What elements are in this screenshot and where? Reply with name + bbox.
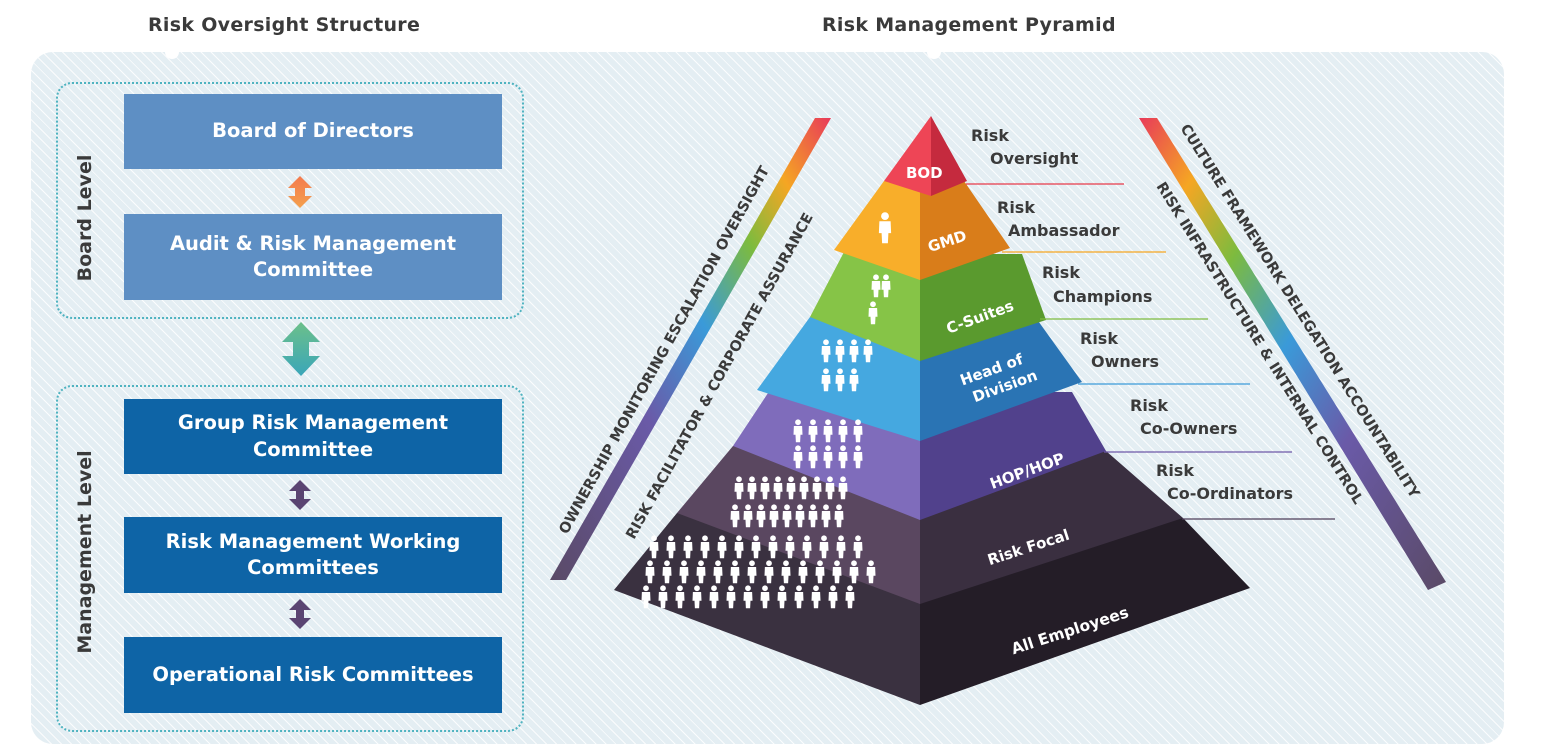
svg-text:Oversight: Oversight [990, 149, 1079, 168]
board-level-group [56, 82, 524, 319]
tier-bod-left-face [884, 116, 931, 196]
tier-csuites-right-face [920, 254, 1046, 361]
tier-gmd-right-face [920, 181, 1010, 280]
svg-text:Champions: Champions [1053, 287, 1152, 306]
double-arrow-icon [288, 176, 312, 208]
group-risk-committee-box: Group Risk Management Committee [124, 399, 502, 474]
role-focal: Risk Co-Ordinators [1156, 461, 1335, 520]
tier-hod-right-face [920, 318, 1082, 441]
double-arrow-icon [289, 599, 311, 629]
board-of-directors-box: Board of Directors [124, 94, 502, 169]
svg-text:Risk: Risk [1130, 396, 1168, 415]
audit-risk-committee-box: Audit & Risk Management Committee [124, 214, 502, 300]
role-hop: Risk Co-Owners [1104, 396, 1292, 453]
right-outer-ribbon [1139, 118, 1446, 590]
tier-bod-right-face [931, 116, 967, 196]
tier-gmd-left-face [834, 181, 920, 280]
svg-text:Risk: Risk [1042, 263, 1080, 282]
svg-text:Co-Ordinators: Co-Ordinators [1167, 484, 1293, 503]
working-committees-box: Risk Management Working Committees [124, 517, 502, 593]
role-hod: Risk Owners [1078, 329, 1250, 385]
svg-text:Risk: Risk [1080, 329, 1118, 348]
role-bod: Risk Oversight [966, 126, 1124, 185]
operational-committees-box: Operational Risk Committees [124, 637, 502, 713]
svg-text:Risk: Risk [971, 126, 1009, 145]
svg-text:Ambassador: Ambassador [1008, 221, 1120, 240]
right-band-outer-text: CULTURE FRAMEWORK DELEGATION ACCOUNTABIL… [1177, 122, 1423, 502]
role-gmd: Risk Ambassador [997, 198, 1166, 253]
pyramid-title: Risk Management Pyramid [822, 14, 1116, 36]
left-outer-ribbon [550, 118, 831, 580]
management-level-group [56, 385, 524, 732]
oversight-structure-title: Risk Oversight Structure [148, 14, 421, 36]
right-band-inner-text: RISK INFRASTRUCTURE & INTERNAL CONTROL [1153, 180, 1366, 508]
svg-text:Risk: Risk [1156, 461, 1194, 480]
double-arrow-icon [282, 322, 320, 376]
tier-bod-label: BOD [906, 164, 943, 182]
svg-text:Owners: Owners [1091, 352, 1159, 371]
role-csuites: Risk Champions [1040, 263, 1208, 320]
svg-text:Risk: Risk [997, 198, 1035, 217]
tier-csuites-left-face [810, 252, 920, 361]
panel-notch [927, 43, 941, 59]
svg-text:Co-Owners: Co-Owners [1140, 419, 1237, 438]
panel-notch [165, 43, 179, 59]
double-arrow-icon [289, 480, 311, 510]
